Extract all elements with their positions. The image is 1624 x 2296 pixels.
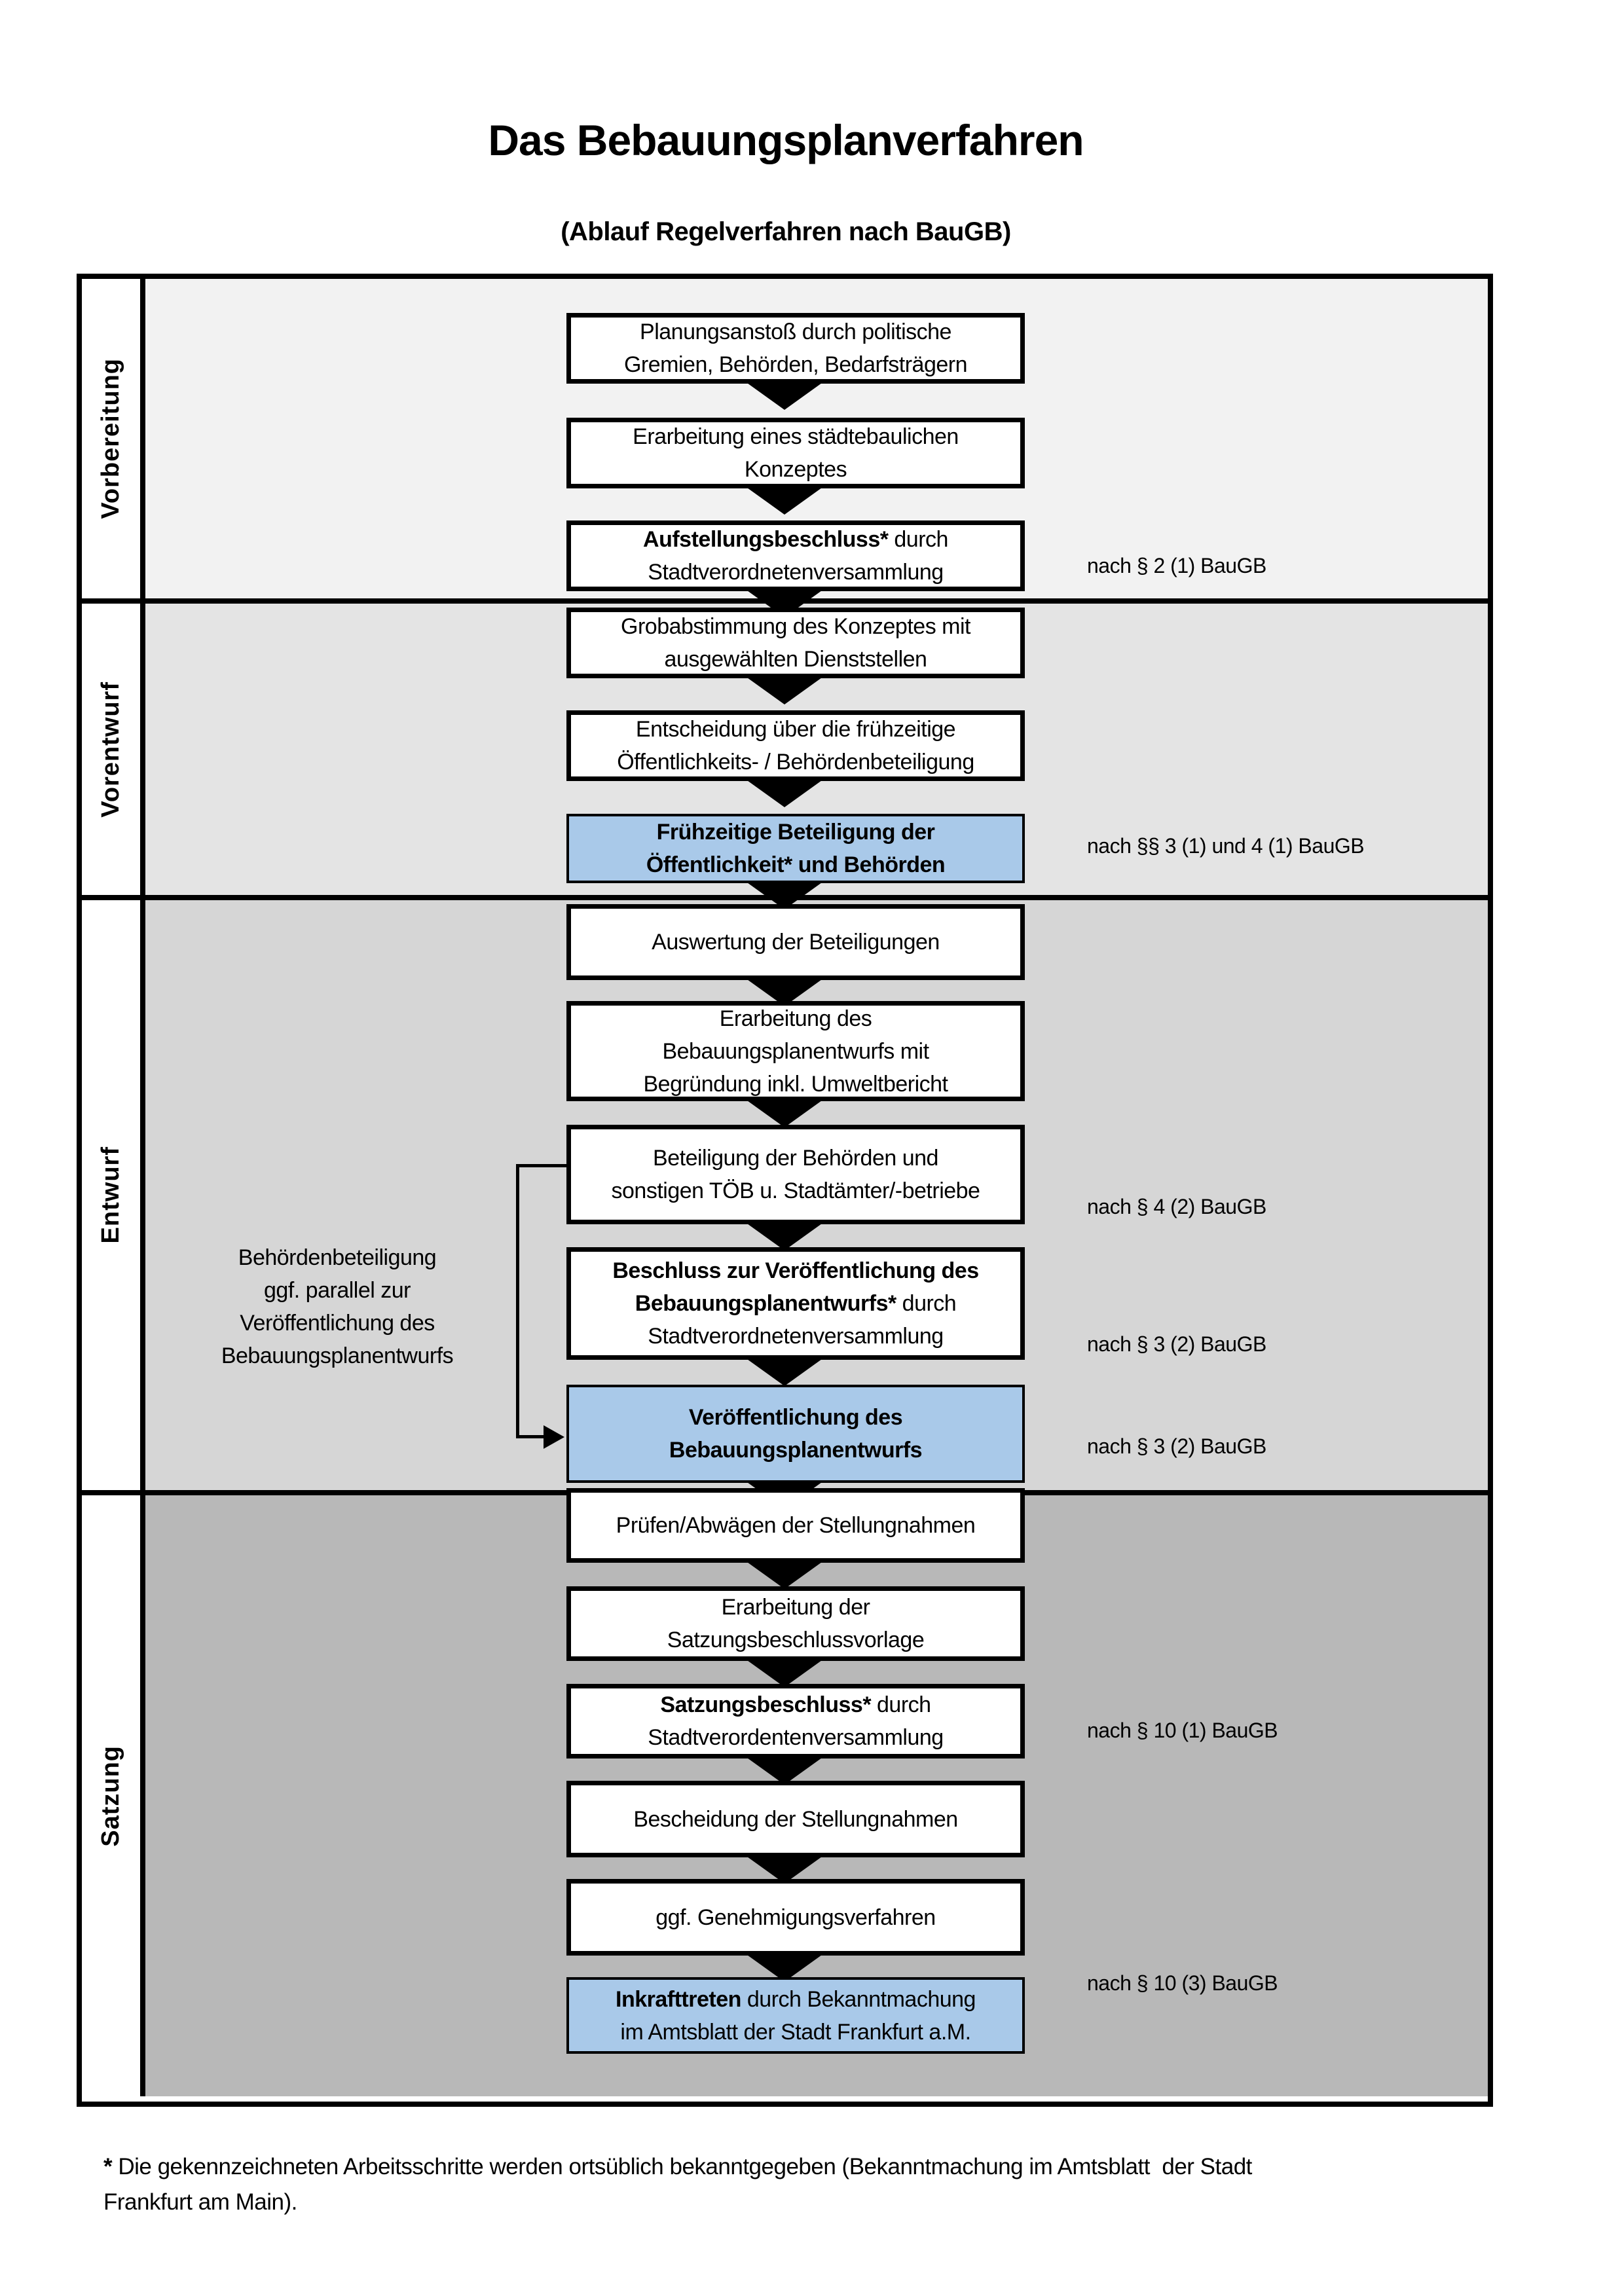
footnote-asterisk: *	[103, 2154, 113, 2179]
flow-step: Beteiligung der Behörden und sonstigen T…	[566, 1125, 1025, 1224]
flow-step: Beschluss zur Veröffentlichung des Bebau…	[566, 1247, 1025, 1360]
arrow-right-icon	[544, 1425, 564, 1449]
flow-step: Grobabstimmung des Konzeptes mit ausgewä…	[566, 608, 1025, 678]
parallel-note: Behördenbeteiligung ggf. parallel zur Ve…	[221, 1245, 454, 1368]
arrow-down-icon	[743, 1559, 826, 1589]
flow-step-highlighted: Veröffentlichung des Bebauungsplanentwur…	[566, 1385, 1025, 1483]
legal-reference: nach §§ 3 (1) und 4 (1) BauGB	[1087, 834, 1365, 858]
legal-reference: nach § 3 (2) BauGB	[1087, 1434, 1266, 1458]
legal-reference: nach § 4 (2) BauGB	[1087, 1195, 1266, 1218]
flow-step-text: ggf. Genehmigungsverfahren	[655, 1904, 936, 1930]
parallel-branch-connector	[516, 1164, 566, 1167]
flow-step-text: Auswertung der Beteiligungen	[652, 930, 940, 955]
flow-step-text: Erarbeitung eines städtebaulichen Konzep…	[633, 424, 959, 482]
page-title: Das Bebauungsplanverfahren	[488, 116, 1084, 164]
flow-step-text: Erarbeitung des Bebauungsplanentwurfs mi…	[643, 1006, 948, 1097]
flow-step: Erarbeitung eines städtebaulichen Konzep…	[566, 418, 1025, 488]
flow-step: ggf. Genehmigungsverfahren	[566, 1879, 1025, 1956]
flow-step-text: Frühzeitige Beteiligung der Öffentlichke…	[646, 820, 946, 877]
section-label-cell: Satzung	[82, 1495, 145, 2096]
footnote: * Die gekennzeichneten Arbeitsschritte w…	[103, 2149, 1590, 2220]
arrow-down-icon	[743, 674, 826, 704]
parallel-branch-connector	[516, 1164, 519, 1438]
flow-step-highlighted: Frühzeitige Beteiligung der Öffentlichke…	[566, 814, 1025, 883]
flow-step: Erarbeitung des Bebauungsplanentwurfs mi…	[566, 1001, 1025, 1101]
flow-step: Bescheidung der Stellungnahmen	[566, 1781, 1025, 1857]
arrow-down-icon	[743, 1853, 826, 1884]
arrow-down-icon	[743, 1220, 826, 1250]
flow-step-text: Bescheidung der Stellungnahmen	[633, 1806, 958, 1832]
section-label: Satzung	[97, 1745, 124, 1847]
flow-step: Entscheidung über die frühzeitige Öffent…	[566, 710, 1025, 781]
arrow-down-icon	[743, 1657, 826, 1687]
flow-step-text: Beschluss zur Veröffentlichung des Bebau…	[612, 1258, 979, 1349]
arrow-down-icon	[743, 1755, 826, 1785]
flow-step-text: Beteiligung der Behörden und sonstigen T…	[611, 1146, 980, 1203]
flow-step-text: Planungsanstoß durch politische Gremien,…	[623, 319, 968, 377]
flow-step: Auswertung der Beteiligungen	[566, 904, 1025, 980]
flow-step: Erarbeitung der Satzungsbeschlussvorlage	[566, 1586, 1025, 1661]
section-label-cell: Vorentwurf	[82, 604, 145, 895]
flow-step: Prüfen/Abwägen der Stellungnahmen	[566, 1488, 1025, 1563]
section-label-cell: Vorbereitung	[82, 279, 145, 598]
parallel-branch-connector	[516, 1435, 546, 1438]
section-label: Entwurf	[97, 1146, 124, 1244]
footnote-text: Die gekennzeichneten Arbeitsschritte wer…	[103, 2154, 1252, 2215]
flow-step-highlighted: Inkrafttreten durch Bekanntmachung im Am…	[566, 1977, 1025, 2054]
flow-step-text: Entscheidung über die frühzeitige Öffent…	[617, 717, 974, 774]
legal-reference: nach § 3 (2) BauGB	[1087, 1332, 1266, 1356]
flow-step-text: Prüfen/Abwägen der Stellungnahmen	[616, 1513, 976, 1538]
arrow-down-icon	[743, 380, 826, 410]
flow-step-text: Veröffentlichung des Bebauungsplanentwur…	[669, 1405, 923, 1463]
flow-step-text: Inkrafttreten durch Bekanntmachung im Am…	[616, 1986, 976, 2045]
flow-step: Aufstellungsbeschluss* durch Stadtverord…	[566, 520, 1025, 591]
flow-step-text: Grobabstimmung des Konzeptes mit ausgewä…	[621, 614, 970, 672]
arrow-down-icon	[743, 1952, 826, 1982]
page-subtitle: (Ablauf Regelverfahren nach BauGB)	[561, 217, 1011, 246]
section-label: Vorentwurf	[97, 681, 124, 818]
flow-step-text: Erarbeitung der Satzungsbeschlussvorlage	[667, 1595, 925, 1652]
arrow-down-icon	[743, 1356, 826, 1386]
flow-step: Planungsanstoß durch politische Gremien,…	[566, 313, 1025, 384]
section-label-cell: Entwurf	[82, 900, 145, 1490]
arrow-down-icon	[743, 777, 826, 807]
flow-step: Satzungsbeschluss* durch Stadtverordente…	[566, 1684, 1025, 1758]
legal-reference: nach § 10 (3) BauGB	[1087, 1971, 1278, 1995]
arrow-down-icon	[743, 1097, 826, 1127]
flow-step-text: Satzungsbeschluss* durch Stadtverordente…	[648, 1692, 944, 1750]
legal-reference: nach § 2 (1) BauGB	[1087, 554, 1266, 577]
section-label: Vorbereitung	[97, 358, 124, 519]
flow-step-text: Aufstellungsbeschluss* durch Stadtverord…	[643, 527, 948, 585]
legal-reference: nach § 10 (1) BauGB	[1087, 1719, 1278, 1742]
arrow-down-icon	[743, 484, 826, 515]
